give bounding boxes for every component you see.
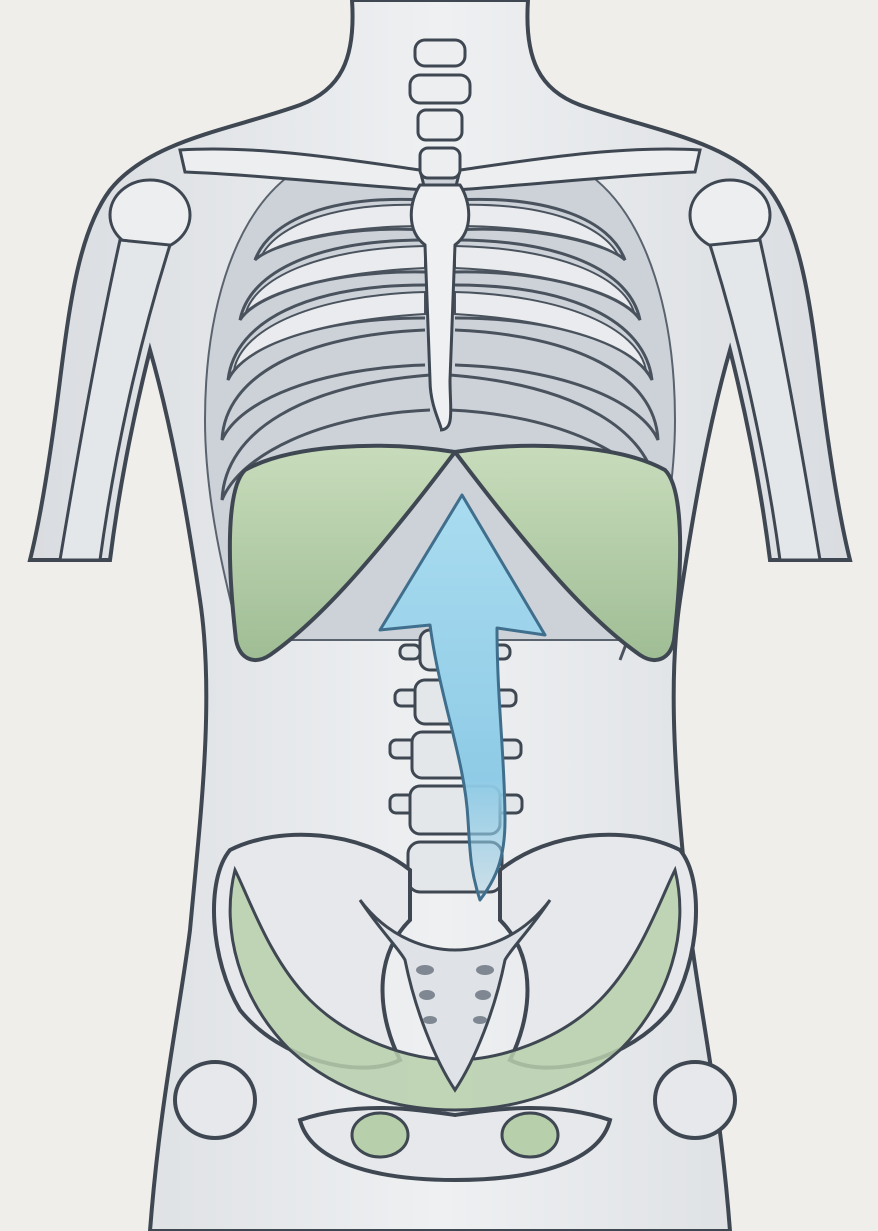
left-femur-head bbox=[175, 1062, 255, 1138]
left-obturator bbox=[352, 1113, 408, 1157]
right-obturator bbox=[502, 1113, 558, 1157]
right-femur-head bbox=[655, 1062, 735, 1138]
